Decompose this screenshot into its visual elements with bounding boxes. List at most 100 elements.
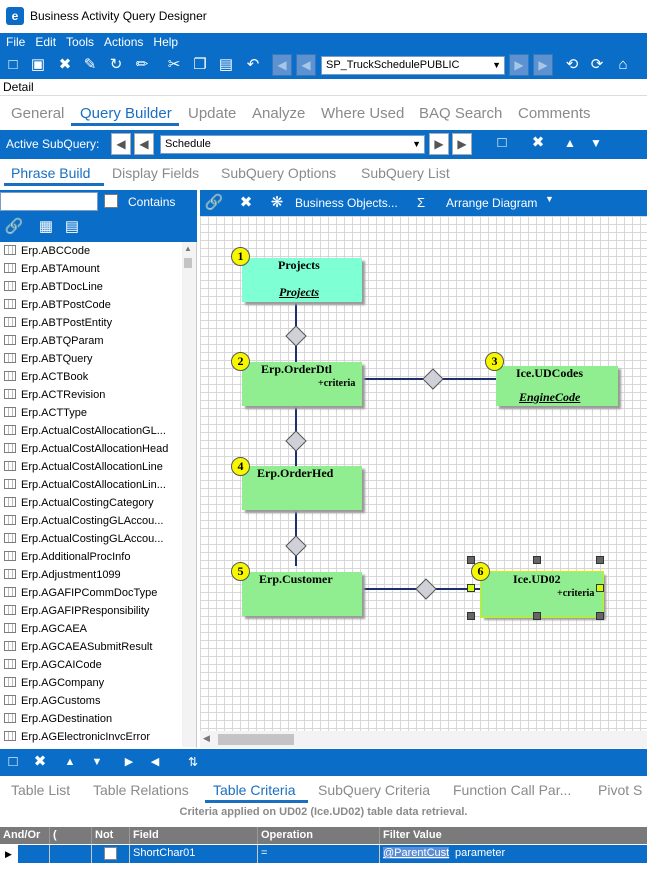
table-list-item[interactable]: Erp.ABTQParam xyxy=(4,332,104,350)
menu-actions[interactable]: Actions xyxy=(104,35,144,49)
tab-general[interactable]: General xyxy=(11,105,65,122)
resize-handle[interactable] xyxy=(467,556,475,564)
last-record-icon[interactable]: ▶ xyxy=(533,54,553,76)
subquery-select[interactable]: Schedule ▼ xyxy=(160,135,425,154)
table-list-item[interactable]: Erp.ActualCostingGLAccou... xyxy=(4,512,163,530)
copy-icon[interactable]: ❐ xyxy=(193,56,207,73)
table-list-scrollbar[interactable]: ▲ xyxy=(182,242,196,747)
criteria-row[interactable]: ▶ ShortChar01 = @ParentCust parameter xyxy=(0,845,647,863)
back-icon[interactable]: ⟲ xyxy=(565,56,579,73)
new-subquery-icon[interactable]: □ xyxy=(497,134,507,151)
node-orderdtl[interactable]: Erp.OrderDtl +criteria xyxy=(242,362,362,406)
move-up-icon[interactable]: ▲ xyxy=(564,136,576,150)
grid-icon[interactable]: ▦ xyxy=(38,218,54,235)
node-projects[interactable]: Projects Projects xyxy=(242,258,362,302)
table-list-item[interactable]: Erp.ActualCostingGLAccou... xyxy=(4,530,163,548)
resize-handle[interactable] xyxy=(533,612,541,620)
table-options-icon[interactable]: ▤ xyxy=(64,218,80,235)
table-list-item[interactable]: Erp.ACTType xyxy=(4,404,87,422)
brush-icon[interactable]: ✏ xyxy=(135,56,149,73)
move-right-icon[interactable]: ▶ xyxy=(124,756,134,768)
sort-icon[interactable]: ⇅ xyxy=(187,755,199,769)
contains-checkbox[interactable] xyxy=(104,194,118,208)
first-record-icon[interactable]: ◀ xyxy=(272,54,292,76)
tab-subquery-options[interactable]: SubQuery Options xyxy=(221,165,337,181)
resize-handle[interactable] xyxy=(596,612,604,620)
arrange-diagram-button[interactable]: Arrange Diagram xyxy=(446,196,538,210)
query-diagram[interactable]: Projects Projects 1 Erp.OrderDtl +criter… xyxy=(200,216,647,731)
col-open-paren[interactable]: ( xyxy=(53,829,57,841)
link-icon[interactable]: 🔗 xyxy=(4,218,24,235)
new-icon[interactable]: □ xyxy=(8,56,18,73)
share-icon[interactable]: ❋ xyxy=(270,194,284,211)
cut-icon[interactable]: ✂ xyxy=(167,56,181,73)
first-subquery-icon[interactable]: ◀ xyxy=(111,133,131,155)
tab-table-list[interactable]: Table List xyxy=(11,782,71,798)
delete-criteria-icon[interactable]: ✖ xyxy=(33,753,47,770)
tab-analyze[interactable]: Analyze xyxy=(252,105,306,122)
home-icon[interactable]: ⌂ xyxy=(618,56,628,73)
table-list-item[interactable]: Erp.AGCustoms xyxy=(4,692,100,710)
table-list-item[interactable]: Erp.ActualCostAllocationLine xyxy=(4,458,163,476)
table-list-item[interactable]: Erp.ACTRevision xyxy=(4,386,105,404)
delete-subquery-icon[interactable]: ✖ xyxy=(531,134,545,151)
row-selector-icon[interactable]: ▶ xyxy=(0,845,18,863)
table-list-item[interactable]: Erp.AGCAEA xyxy=(4,620,87,638)
tab-phrase-build[interactable]: Phrase Build xyxy=(11,165,91,181)
table-list-item[interactable]: Erp.ABCCode xyxy=(4,242,90,260)
scroll-up-icon[interactable]: ▲ xyxy=(184,244,192,253)
delete-table-icon[interactable]: ✖ xyxy=(239,194,253,211)
table-list-item[interactable]: Erp.AGDestination xyxy=(4,710,112,728)
node-udcodes[interactable]: Ice.UDCodes EngineCode xyxy=(496,366,618,406)
last-subquery-icon[interactable]: ▶ xyxy=(452,133,472,155)
tab-pivot[interactable]: Pivot S xyxy=(598,782,643,798)
tab-baq-search[interactable]: BAQ Search xyxy=(419,105,503,122)
tab-display-fields[interactable]: Display Fields xyxy=(112,165,200,181)
move-up-icon[interactable]: ▲ xyxy=(64,756,76,768)
table-list-item[interactable]: Erp.AGCAICode xyxy=(4,656,102,674)
sigma-icon[interactable]: Σ xyxy=(417,195,426,210)
link-icon[interactable]: 🔗 xyxy=(204,194,224,211)
menu-help[interactable]: Help xyxy=(153,35,179,49)
table-list-item[interactable]: Erp.ABTPostEntity xyxy=(4,314,112,332)
menu-file[interactable]: File xyxy=(6,35,26,49)
prev-record-icon[interactable]: ◀ xyxy=(296,54,316,76)
clear-icon[interactable]: ✎ xyxy=(83,56,97,73)
filter-value-link[interactable]: @ParentCust xyxy=(383,847,450,859)
save-icon[interactable]: ▣ xyxy=(30,56,46,73)
tab-function-call-params[interactable]: Function Call Par... xyxy=(453,782,572,798)
table-list-item[interactable]: Erp.ABTQuery xyxy=(4,350,93,368)
table-list-item[interactable]: Erp.AGCAEASubmitResult xyxy=(4,638,152,656)
query-select[interactable]: SP_TruckSchedulePUBLIC ▼ xyxy=(321,56,505,75)
table-list-item[interactable]: Erp.ActualCostAllocationLin... xyxy=(4,476,166,494)
tab-subquery-criteria[interactable]: SubQuery Criteria xyxy=(318,782,431,798)
scroll-thumb[interactable] xyxy=(184,258,192,268)
col-and-or[interactable]: And/Or xyxy=(3,829,41,841)
forward-icon[interactable]: ⟳ xyxy=(590,56,604,73)
business-objects-button[interactable]: Business Objects... xyxy=(295,196,398,210)
undo-icon[interactable]: ↶ xyxy=(246,56,260,73)
paste-icon[interactable]: ▤ xyxy=(218,56,234,73)
tab-table-relations[interactable]: Table Relations xyxy=(93,782,189,798)
table-list-item[interactable]: Erp.AGElectronicInvcError xyxy=(4,728,150,746)
table-list-item[interactable]: Erp.ActualCostingCategory xyxy=(4,494,154,512)
resize-handle[interactable] xyxy=(533,556,541,564)
tab-where-used[interactable]: Where Used xyxy=(321,105,405,122)
table-list-item[interactable]: Erp.ABTDocLine xyxy=(4,278,103,296)
col-not[interactable]: Not xyxy=(95,829,114,841)
diagram-h-scrollbar[interactable]: ◀ xyxy=(200,731,647,748)
scroll-left-icon[interactable]: ◀ xyxy=(203,733,210,743)
resize-handle[interactable] xyxy=(596,556,604,564)
menu-tools[interactable]: Tools xyxy=(66,35,95,49)
not-checkbox[interactable] xyxy=(104,847,117,860)
tab-comments[interactable]: Comments xyxy=(518,105,591,122)
node-ud02-selected[interactable]: Ice.UD02 +criteria xyxy=(480,571,604,618)
node-orderhed[interactable]: Erp.OrderHed xyxy=(242,466,362,510)
table-list-item[interactable]: Erp.ActualCostAllocationGL... xyxy=(4,422,166,440)
node-customer[interactable]: Erp.Customer xyxy=(242,572,362,616)
table-search-input[interactable] xyxy=(0,192,98,211)
table-list-item[interactable]: Erp.AdditionalProcInfo xyxy=(4,548,130,566)
table-list-item[interactable]: Erp.ABTPostCode xyxy=(4,296,111,314)
scroll-thumb[interactable] xyxy=(218,734,294,745)
move-down-icon[interactable]: ▼ xyxy=(590,136,602,150)
